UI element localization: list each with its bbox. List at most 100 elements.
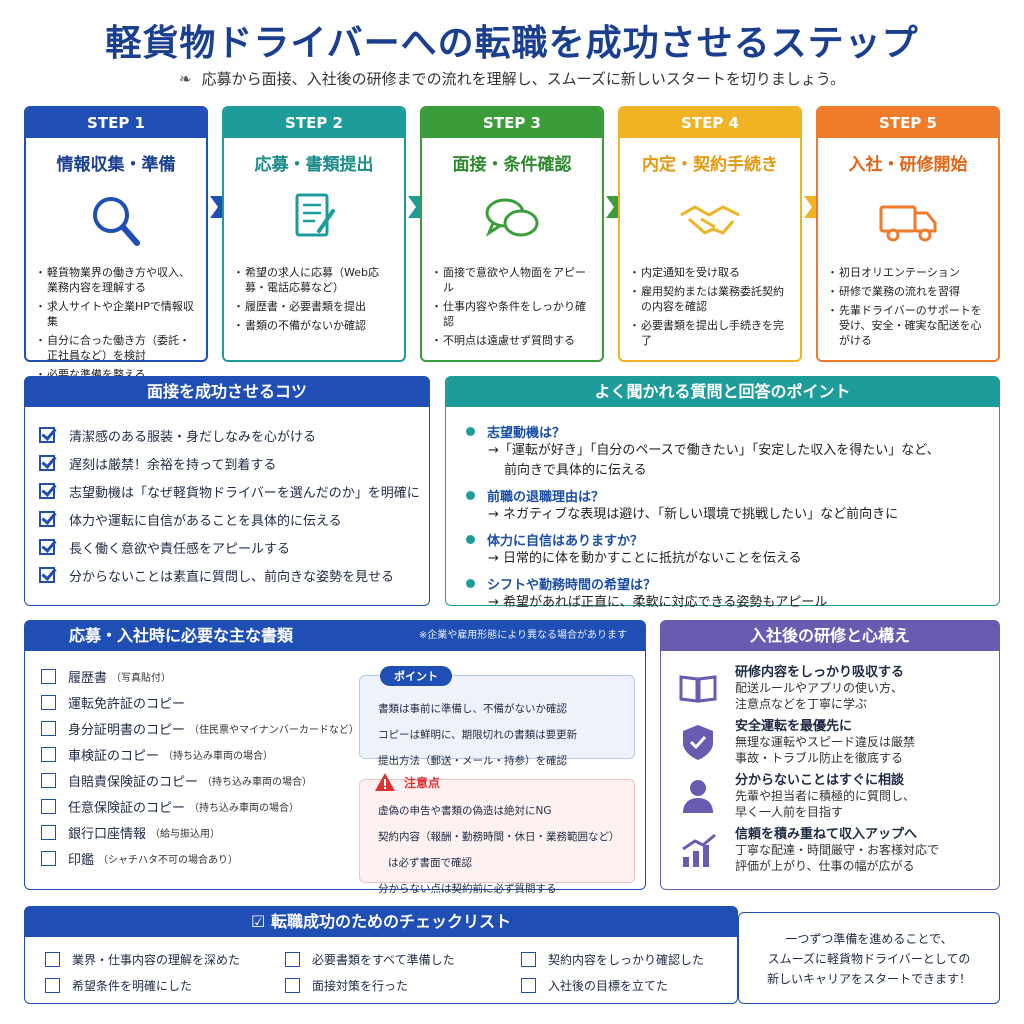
checkbox-icon	[41, 746, 56, 762]
doc-note: （住民票やマイナンバーカードなど）	[189, 724, 359, 736]
doc-name: 車検証のコピー	[68, 748, 160, 764]
document-item: 身分証明書のコピー（住民票やマイナンバーカードなど）	[41, 715, 645, 741]
page-title: 軽貨物ドライバーへの転職を成功させるステップ	[105, 23, 919, 64]
training-title: 安全運転を最優先に	[735, 719, 853, 734]
panel-header: 応募・入社時に必要な主な書類 ※企業や雇用形態により異なる場合があります	[25, 621, 645, 651]
checkbox-icon[interactable]	[521, 951, 536, 967]
checklist-text: 希望条件を明確にした	[72, 978, 193, 993]
tip-text: 志望動機は「なぜ軽貨物ドライバーを選んだのか」を明確に	[69, 485, 420, 501]
point-item: コピーは鮮明に、期限切れの書類は要更新	[378, 728, 578, 741]
step-item: 自分に合った働き方（委託・正社員など）を検討	[35, 333, 196, 363]
message-line: 新しいキャリアをスタートできます！	[766, 972, 971, 986]
document-item: 車検証のコピー（持ち込み車両の場合）	[41, 741, 645, 767]
checkbox-icon	[41, 798, 56, 814]
checklist-panel: ☑ 転職成功のためのチェックリスト 業界・仕事内容の理解を深めた 必要書類をすべ…	[24, 906, 738, 1004]
step-2: STEP 2 応募・書類提出 希望の求人に応募（Web応募・電話応募など） 履歴…	[222, 106, 406, 362]
list-item: 分からないことは素直に質問し、前向きな姿勢を見せる	[39, 561, 429, 589]
caution-item: 虚偽の申告や書類の偽造は絶対にNG	[378, 804, 552, 817]
doc-name: 身分証明書のコピー	[68, 722, 186, 738]
step-item: 必要書類を提出し手続きを完了	[629, 318, 790, 348]
step-label: STEP 3	[422, 108, 602, 138]
bullet-dot-icon	[466, 578, 475, 588]
document-item: 銀行口座情報（給与振込用）	[41, 819, 645, 845]
checkbox-icon	[41, 720, 56, 736]
checkbox-icon[interactable]	[521, 977, 536, 993]
step-item: 履歴書・必要書類を提出	[233, 299, 394, 314]
bullet-dot-icon	[466, 426, 475, 436]
caution-title: 注意点	[404, 775, 441, 790]
step-item: 先輩ドライバーのサポートを受け、安全・確実な配送を心がける	[827, 303, 988, 348]
checklist-text: 必要書類をすべて準備した	[312, 952, 455, 967]
doc-note: （持ち込み車両の場合）	[189, 802, 300, 814]
point-tag: ポイント	[380, 666, 452, 686]
checkbox-icon[interactable]	[285, 977, 300, 993]
faq-item: シフトや勤務時間の希望は？ → 希望があれば正直に、柔軟に対応できる姿勢もアピー…	[466, 573, 999, 613]
checklist-item[interactable]: 必要書類をすべて準備した	[285, 949, 515, 969]
training-title: 信頼を積み重ねて収入アップへ	[735, 827, 918, 842]
checklist-text: 契約内容をしっかり確認した	[548, 952, 705, 967]
checkbox-icon	[41, 850, 56, 866]
person-icon	[683, 780, 713, 813]
search-icon	[93, 197, 140, 246]
step-label: STEP 1	[26, 108, 206, 138]
faq-answer: → 希望があれば正直に、柔軟に対応できる姿勢もアピール	[488, 595, 828, 610]
panel-header: ☑ 転職成功のためのチェックリスト	[25, 907, 737, 937]
list-item: 清潔感のある服装・身だしなみを心がける	[39, 421, 429, 449]
checkbox-icon[interactable]	[45, 951, 60, 967]
message-line: スムーズに軽貨物ドライバーとしての	[767, 952, 971, 966]
step-item: 不明点は遠慮せず質問する	[431, 333, 592, 348]
checkmark-icon	[39, 539, 55, 555]
step-title: 面接・条件確認	[452, 155, 572, 175]
list-item: 長く働く意欲や責任感をアピールする	[39, 533, 429, 561]
checklist-item[interactable]: 希望条件を明確にした	[45, 975, 275, 995]
tip-text: 分からないことは素直に質問し、前向きな姿勢を見せる	[69, 569, 395, 585]
step-item: 求人サイトや企業HPで情報収集	[35, 299, 196, 329]
step-item: 内定通知を受け取る	[629, 265, 790, 280]
checkbox-icon[interactable]	[45, 977, 60, 993]
doc-name: 履歴書	[68, 670, 108, 686]
chat-icon	[485, 198, 539, 237]
checkmark-icon	[39, 511, 55, 527]
handshake-icon	[680, 205, 740, 235]
step-item: 仕事内容や条件をしっかり確認	[431, 299, 592, 329]
step-item: 雇用契約または業務委託契約の内容を確認	[629, 284, 790, 314]
training-item: 分からないことはすぐに相談先輩や担当者に積極的に質問し、早く一人前を目指す	[677, 769, 999, 823]
checklist-item[interactable]: 業界・仕事内容の理解を深めた	[45, 949, 275, 969]
interview-tips-panel: 面接を成功させるコツ 清潔感のある服装・身だしなみを心がける 遅刻は厳禁！余裕を…	[24, 376, 430, 606]
caution-box: 注意点 虚偽の申告や書類の偽造は絶対にNG 契約内容（報酬・勤務時間・休日・業務…	[359, 773, 635, 895]
tip-text: 体力や運転に自信があることを具体的に伝える	[69, 513, 342, 529]
checklist-item[interactable]: 面接対策を行った	[285, 975, 515, 995]
training-item: 信頼を積み重ねて収入アップへ丁寧な配達・時間厳守・お客様対応で評価が上がり、仕事…	[677, 823, 999, 877]
point-box: ポイント 書類は事前に準備し、不備がないか確認 コピーは鮮明に、期限切れの書類は…	[359, 666, 635, 767]
doc-name: 任意保険証のコピー	[68, 800, 186, 816]
document-icon	[295, 193, 335, 237]
panel-title: 転職成功のためのチェックリスト	[270, 912, 511, 931]
doc-name: 自賠責保険証のコピー	[68, 774, 199, 790]
training-desc: 先輩や担当者に積極的に質問し、	[735, 789, 916, 803]
panel-title: 面接を成功させるコツ	[25, 377, 429, 407]
step-1: STEP 1 情報収集・準備 軽貨物業界の働き方や収入、業務内容を理解する 求人…	[24, 106, 208, 382]
checklist-item[interactable]: 契約内容をしっかり確認した	[521, 949, 751, 969]
doc-note: （給与振込用）	[150, 828, 221, 840]
checkmark-icon	[39, 567, 55, 583]
training-desc: 配送ルールやアプリの使い方、	[735, 681, 904, 695]
checkbox-icon[interactable]	[285, 951, 300, 967]
checkbox-icon	[41, 824, 56, 840]
training-desc: 丁寧な配達・時間厳守・お客様対応で	[735, 843, 940, 857]
checklist-item[interactable]: 入社後の目標を立てた	[521, 975, 751, 995]
caution-item: 契約内容（報酬・勤務時間・休日・業務範囲など）	[378, 830, 620, 843]
faq-answer: →「運転が好き」「自分のペースで働きたい」「安定した収入を得たい」など、	[488, 443, 940, 458]
faq-item: 前職の退職理由は？ → ネガティブな表現は避け、「新しい環境で挑戦したい」など前…	[466, 485, 999, 525]
doc-note: （持ち込み車両の場合）	[202, 776, 313, 788]
document-item: 自賠責保険証のコピー（持ち込み車両の場合）	[41, 767, 645, 793]
page-subtitle: ❧応募から面接、入社後の研修までの流れを理解し、スムーズに新しいスタートを切りま…	[0, 68, 1024, 89]
faq-panel: よく聞かれる質問と回答のポイント 志望動機は？ →「運転が好き」「自分のペースで…	[445, 376, 1000, 610]
document-item: 印鑑（シャチハタ不可の場合あり）	[41, 845, 645, 871]
point-item: 書類は事前に準備し、不備がないか確認	[378, 702, 567, 715]
faq-answer: 前向きで具体的に伝える	[504, 463, 647, 478]
training-desc: 事故・トラブル防止を徹底する	[735, 751, 904, 765]
warning-icon	[375, 773, 395, 791]
leaf-icon: ❧	[179, 70, 192, 88]
checklist-text: 業界・仕事内容の理解を深めた	[72, 952, 241, 967]
checklist-text: 面接対策を行った	[312, 978, 409, 993]
